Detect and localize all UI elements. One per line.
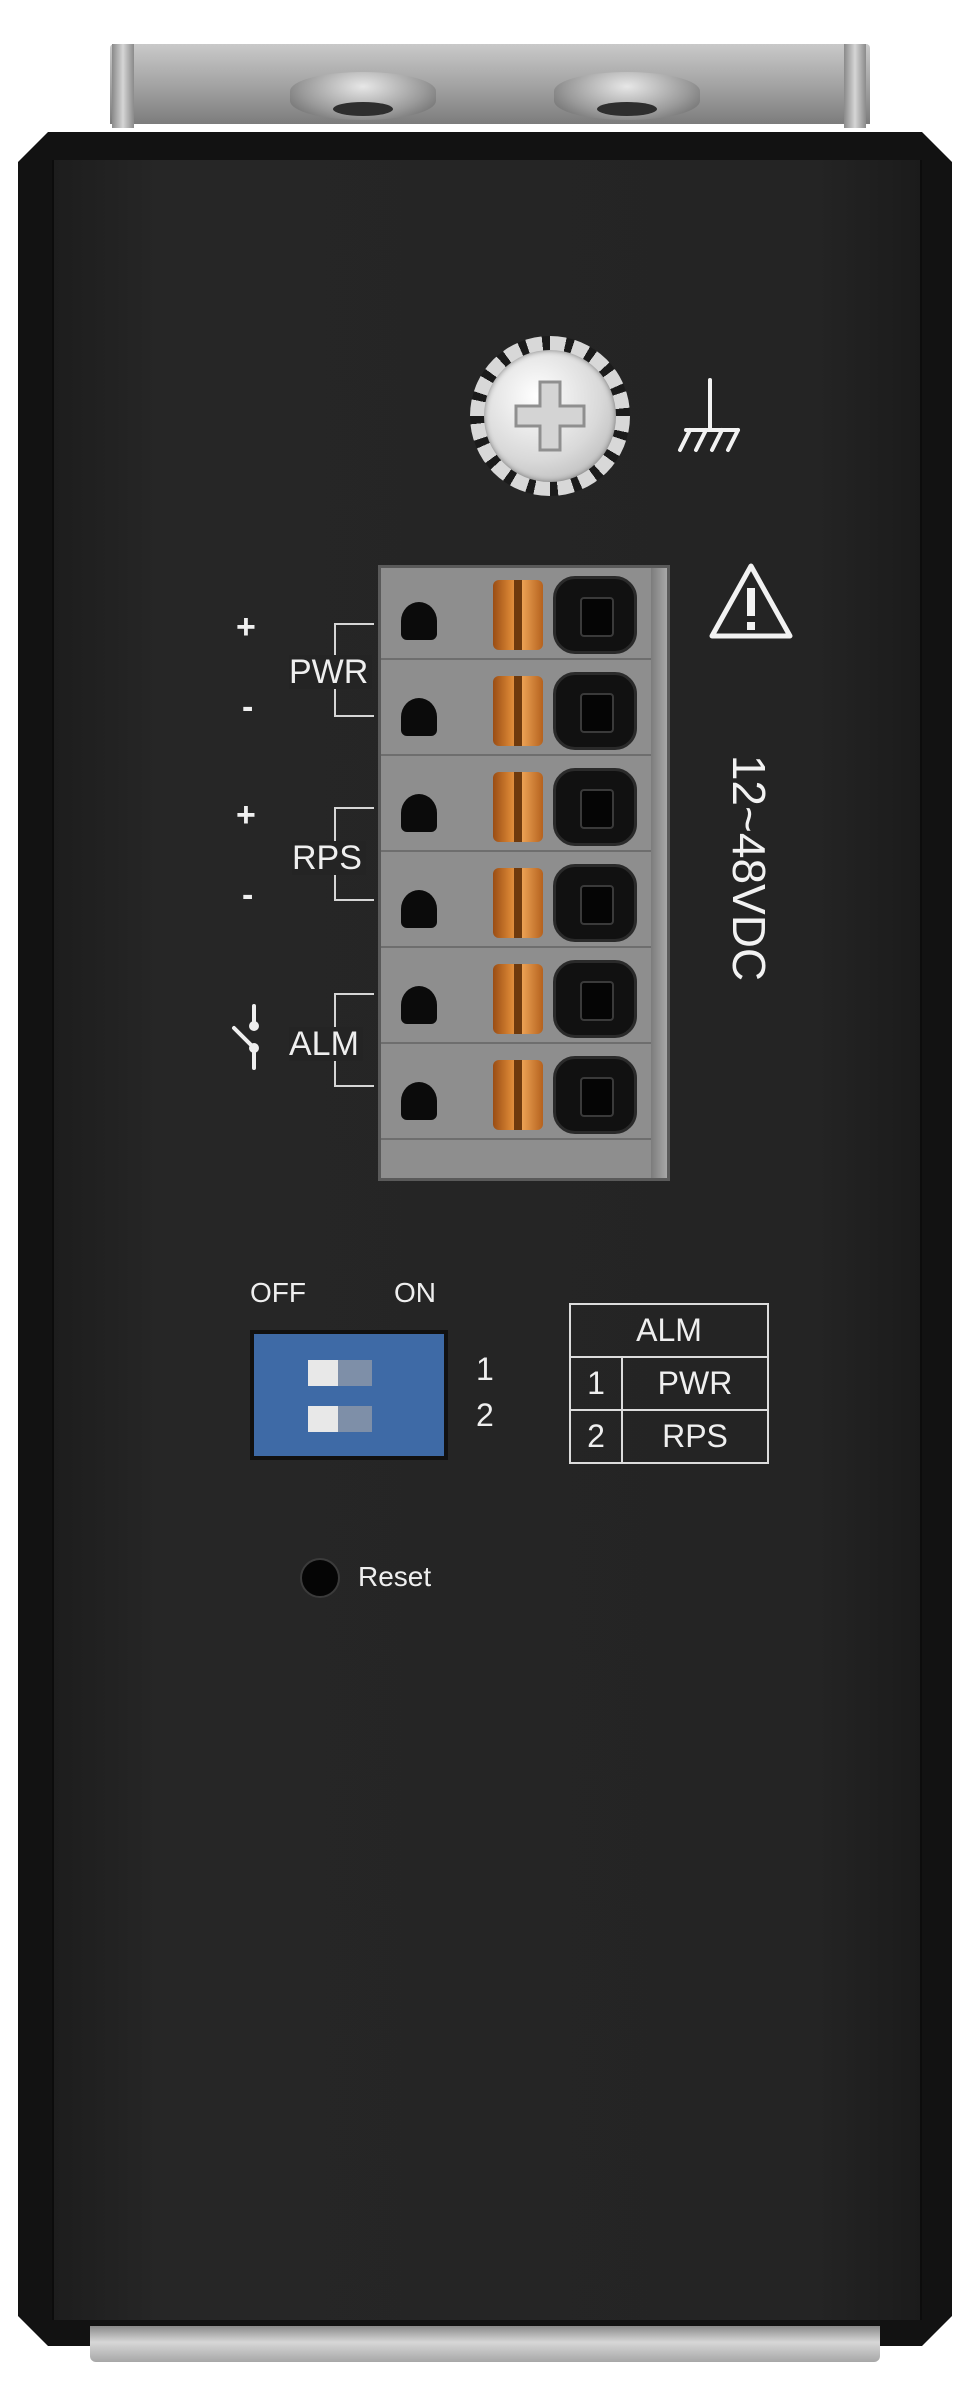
mounting-screw-left (290, 72, 436, 120)
alm-row-label: PWR (621, 1356, 769, 1411)
terminal-alm-1[interactable] (381, 952, 667, 1044)
wire-clamp (553, 576, 637, 654)
alm-table-row: 1 PWR (569, 1356, 769, 1411)
pwr-minus-sign: - (242, 688, 254, 726)
reset-label: Reset (358, 1561, 432, 1592)
rail-clip-left (112, 44, 134, 128)
reset-button[interactable] (300, 1558, 340, 1598)
ground-screw-icon[interactable] (470, 336, 630, 496)
alm-terminal-label: ALM (289, 1027, 363, 1061)
pwr-plus-sign: + (236, 608, 256, 646)
alm-row-number: 2 (569, 1409, 623, 1464)
wire-entry-hole (401, 794, 437, 832)
power-terminal-block (378, 565, 670, 1181)
input-voltage-label: 12~48VDC (723, 754, 775, 982)
terminal-pwr-minus[interactable] (381, 664, 667, 756)
rail-clip-right (844, 44, 866, 128)
dip-on-label: ON (394, 1277, 436, 1308)
alm-table-row: 2 RPS (569, 1409, 769, 1464)
dip-number-1: 1 (476, 1351, 494, 1387)
wire-clamp (553, 672, 637, 750)
rps-plus-sign: + (236, 796, 256, 834)
push-lever[interactable] (493, 580, 543, 650)
wire-clamp (553, 1056, 637, 1134)
din-rail-clip-bottom (90, 2326, 880, 2362)
push-lever[interactable] (493, 772, 543, 842)
terminal-block-edge (651, 568, 667, 1178)
alm-row-number: 1 (569, 1356, 623, 1411)
warning-icon (709, 563, 793, 639)
alm-legend-table: ALM 1 PWR 2 RPS (569, 1303, 769, 1464)
rps-minus-sign: - (242, 876, 254, 914)
mounting-screw-right (554, 72, 700, 120)
push-lever[interactable] (493, 964, 543, 1034)
pwr-terminal-label: PWR (289, 655, 373, 689)
push-lever[interactable] (493, 676, 543, 746)
relay-switch-icon (232, 1004, 259, 1070)
din-rail-clip-top (110, 44, 870, 124)
ground-screw-head (484, 350, 616, 482)
alm-table-header: ALM (569, 1303, 769, 1358)
terminal-rps-minus[interactable] (381, 856, 667, 948)
terminal-rps-plus[interactable] (381, 760, 667, 852)
dip-switch-2-knob[interactable] (308, 1406, 338, 1432)
alm-row-label: RPS (621, 1409, 769, 1464)
ground-icon (678, 378, 740, 452)
dip-switch-1[interactable] (308, 1360, 372, 1386)
dip-switch-1-knob[interactable] (308, 1360, 338, 1386)
push-lever[interactable] (493, 868, 543, 938)
dip-off-label: OFF (250, 1277, 306, 1308)
screw-cross-icon (514, 380, 586, 452)
wire-entry-hole (401, 698, 437, 736)
wire-entry-hole (401, 602, 437, 640)
dip-switch (250, 1330, 448, 1460)
wire-entry-hole (401, 986, 437, 1024)
rps-terminal-label: RPS (292, 841, 366, 875)
terminal-pwr-plus[interactable] (381, 568, 667, 660)
chassis-face (52, 160, 922, 2320)
wire-entry-hole (401, 1082, 437, 1120)
wire-clamp (553, 960, 637, 1038)
dip-number-2: 2 (476, 1397, 494, 1433)
wire-clamp (553, 864, 637, 942)
wire-entry-hole (401, 890, 437, 928)
dip-switch-2[interactable] (308, 1406, 372, 1432)
push-lever[interactable] (493, 1060, 543, 1130)
terminal-alm-2[interactable] (381, 1048, 667, 1140)
wire-clamp (553, 768, 637, 846)
